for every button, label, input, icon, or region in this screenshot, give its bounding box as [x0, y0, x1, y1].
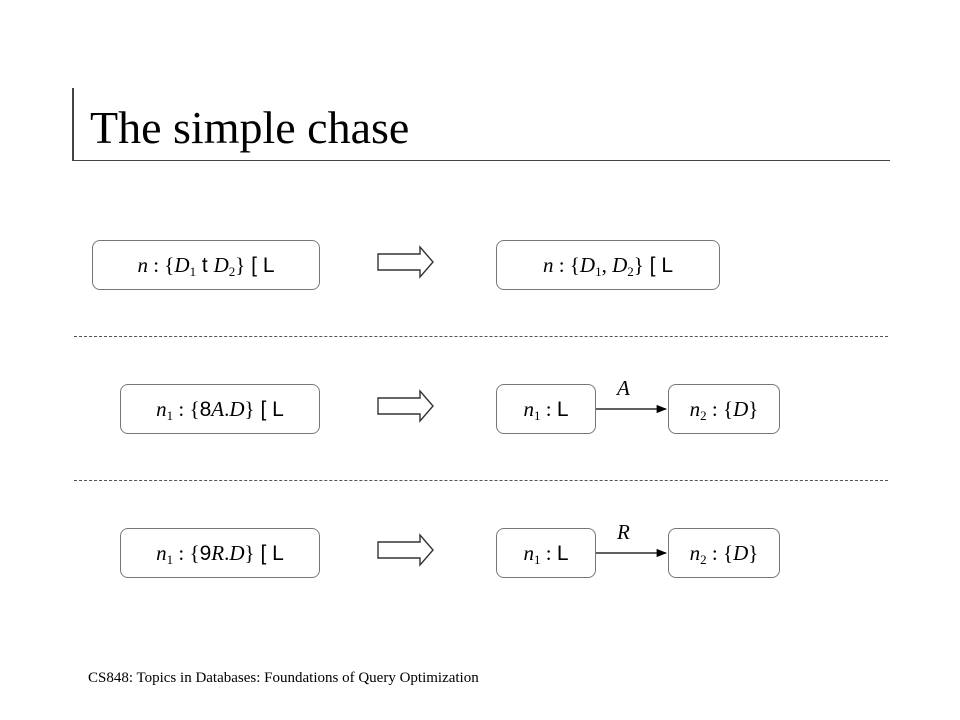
sub: 2 — [700, 551, 707, 567]
dot: . — [224, 540, 230, 565]
brace: } — [748, 396, 759, 421]
var: n — [523, 396, 534, 421]
colon-brace: : { — [706, 540, 734, 565]
concept: D — [229, 540, 245, 565]
rule3-arrow — [377, 533, 434, 567]
concept: D — [229, 396, 245, 421]
concept: D — [733, 540, 749, 565]
label-symbol: L — [556, 397, 569, 421]
sub: 1 — [595, 263, 602, 279]
concept: D — [174, 252, 190, 277]
colon-brace: : { — [706, 396, 734, 421]
separator-2 — [74, 480, 888, 481]
concept: D — [213, 252, 229, 277]
rule2-left-box: n1 : {8A.D} [ L — [120, 384, 320, 434]
slide-footer: CS848: Topics in Databases: Foundations … — [88, 670, 479, 686]
separator-1 — [74, 336, 888, 337]
comma: , — [601, 252, 613, 277]
var: n — [156, 540, 167, 565]
var: n — [523, 540, 534, 565]
sub: 1 — [166, 551, 174, 567]
rule1-left-box: n : {D1 t D2} [ L — [92, 240, 320, 290]
var: n — [137, 252, 148, 277]
colon-brace: : { — [553, 252, 580, 277]
concept: D — [579, 252, 596, 277]
brace: } — [748, 540, 759, 565]
union-label-symbol: [ L — [254, 541, 284, 565]
sub: 2 — [228, 263, 236, 279]
colon: : — [540, 540, 557, 565]
union-label-symbol: [ L — [254, 397, 284, 421]
concept: D — [733, 396, 749, 421]
colon-brace: : { — [173, 396, 200, 421]
role: A — [211, 396, 225, 421]
var: n — [689, 396, 701, 421]
colon-brace: : { — [147, 252, 175, 277]
rule3-node1: n1 : L — [496, 528, 596, 578]
sub: 1 — [166, 407, 174, 423]
label-symbol: L — [556, 541, 569, 565]
union-label-symbol: [ L — [245, 253, 275, 277]
brace: } — [244, 396, 255, 421]
rule2-arrow — [377, 389, 434, 423]
sub: 1 — [189, 263, 197, 279]
rule3-node2: n2 : {D} — [668, 528, 780, 578]
rule2-node2: n2 : {D} — [668, 384, 780, 434]
var: n — [156, 396, 167, 421]
var: n — [542, 252, 554, 277]
union-label-symbol: [ L — [643, 253, 674, 277]
sub: 1 — [533, 551, 541, 567]
brace: } — [633, 252, 644, 277]
exists-symbol: 9 — [199, 541, 212, 565]
colon-brace: : { — [173, 540, 200, 565]
colon: : — [540, 396, 557, 421]
rule1-arrow — [377, 245, 434, 279]
sub: 2 — [627, 263, 634, 279]
var: n — [689, 540, 701, 565]
role: R — [211, 540, 225, 565]
brace: } — [244, 540, 255, 565]
dot: . — [224, 396, 230, 421]
sub: 2 — [700, 407, 707, 423]
rule3-left-box: n1 : {9R.D} [ L — [120, 528, 320, 578]
disjunction-symbol: t — [196, 253, 214, 277]
sub: 1 — [533, 407, 541, 423]
forall-symbol: 8 — [199, 397, 212, 421]
rule1-right-box: n : {D1, D2} [ L — [496, 240, 720, 290]
concept: D — [612, 252, 628, 277]
rule2-edge-label: A — [617, 376, 630, 400]
title-frame — [72, 88, 890, 161]
brace: } — [235, 252, 246, 277]
slide-title: The simple chase — [90, 102, 410, 153]
rule2-node1: n1 : L — [496, 384, 596, 434]
rule3-edge-label: R — [617, 520, 630, 544]
